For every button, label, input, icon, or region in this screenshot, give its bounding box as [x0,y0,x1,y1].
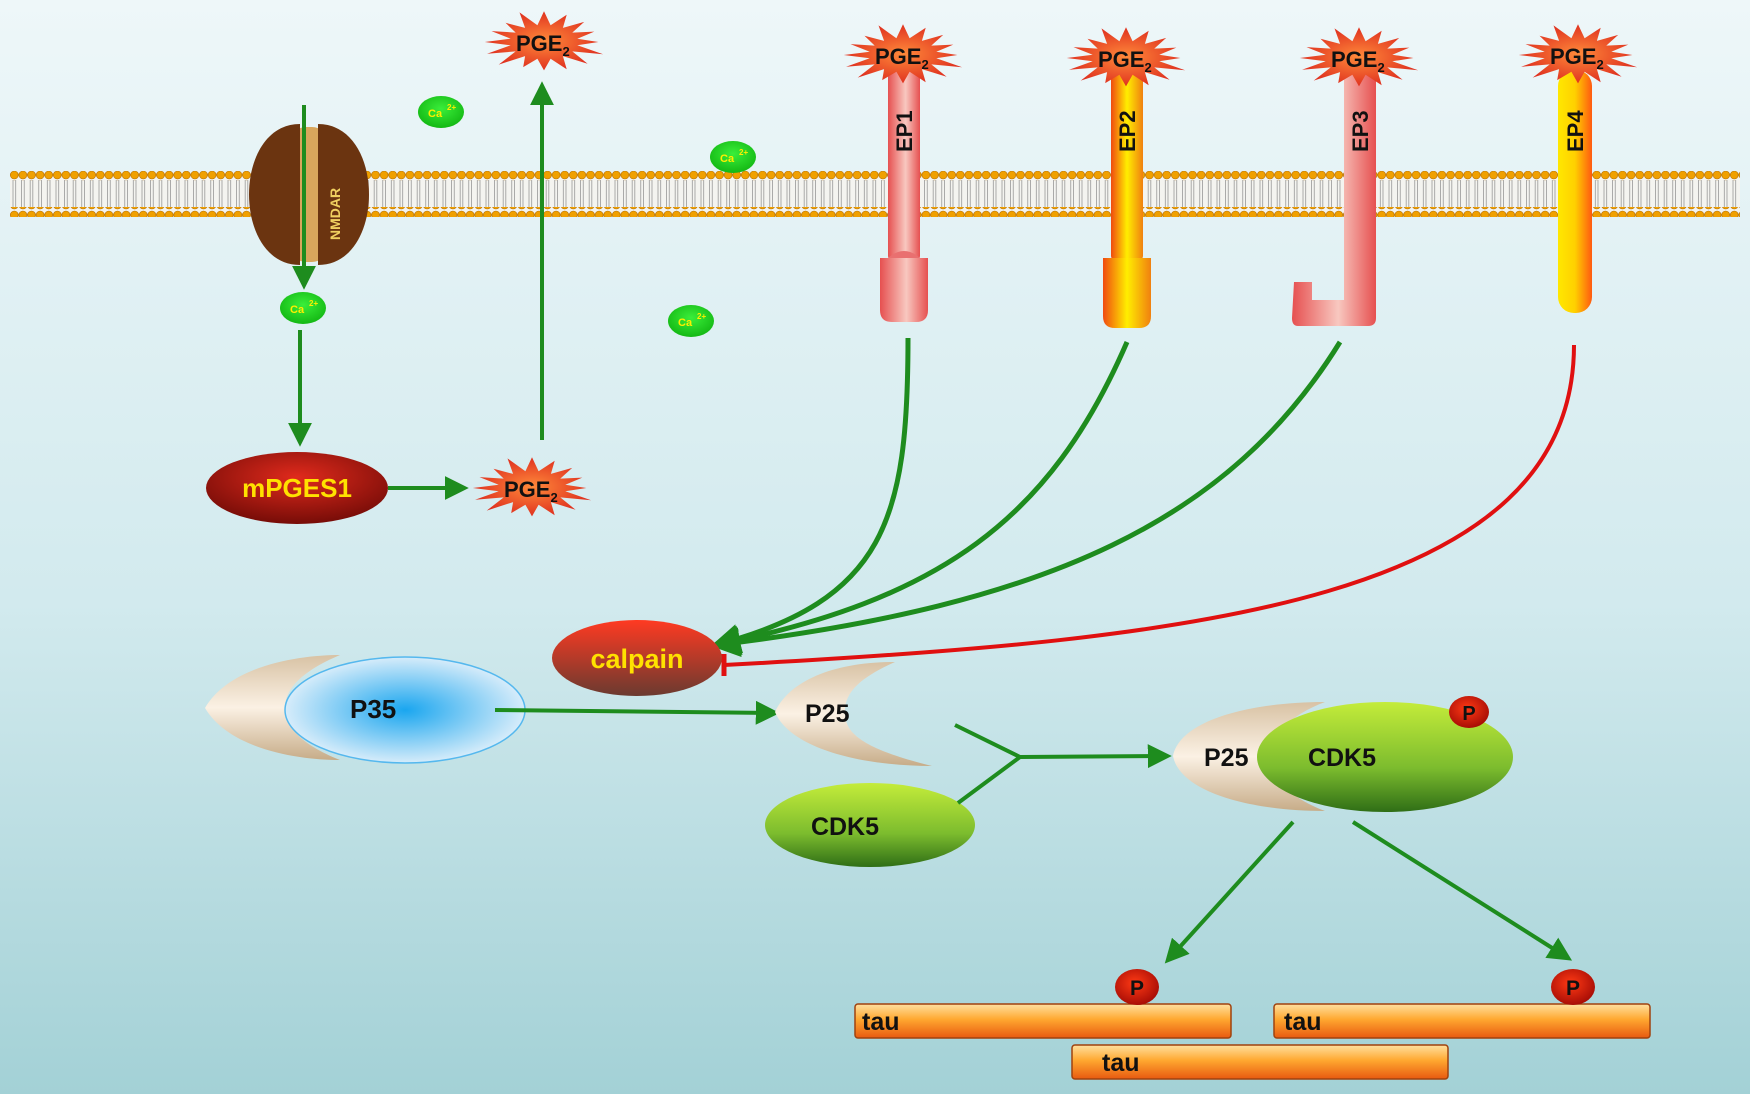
receptor-ep3: EP3 [1292,70,1376,326]
pge2-star-intracellular: PGE2 [472,457,592,517]
arrow-ep3-to-calpain [710,340,1343,658]
pge2-star-extracellular: PGE2 [484,11,604,71]
tau-protein-left: tau [854,1003,1232,1039]
pge2-star-ep1: PGE2 [843,24,963,84]
pge2-star-ep4: PGE2 [1518,24,1638,84]
svg-text:P: P [1566,977,1580,1000]
p25-complex-label: P25 [1204,744,1249,772]
ca-ion-3: Ca 2+ [280,292,326,324]
phospho-badge-tau-right: P [1551,969,1595,1005]
calpain-label: calpain [590,644,683,674]
ca-ion-4: Ca 2+ [668,305,714,337]
tau-proteins: tau tau tau P P [854,969,1651,1080]
p25-fragment: P25 [775,662,932,766]
ep1-label: EP1 [892,110,917,152]
arrows-complex-to-tau [1164,820,1573,964]
svg-text:PGE2: PGE2 [1331,47,1385,75]
receptor-ep1: EP1 [880,70,928,322]
ep4-label: EP4 [1563,110,1588,152]
cdk5-kinase: CDK5 [765,783,975,867]
arrow-p25-cdk5-combine [954,723,1172,805]
nmdar-channel: NMDAR [249,124,369,265]
tau-protein-bottom: tau [1071,1044,1449,1080]
phospho-badge-complex: P [1449,696,1489,728]
pge2-stars: PGE2 PGE2 PGE2 PGE2 PGE2 PGE2 [472,11,1638,517]
svg-text:Ca: Ca [290,304,305,316]
tau-protein-right: tau [1273,1003,1651,1039]
nmdar-label: NMDAR [327,188,343,240]
inhibition-ep4-to-calpain [723,344,1576,667]
svg-text:tau: tau [1284,1008,1322,1036]
receptor-ep4: EP4 [1558,70,1592,313]
mpges1-label: mPGES1 [242,473,352,503]
cdk5-complex-label: CDK5 [1308,744,1376,772]
pge2-star-ep3: PGE2 [1299,27,1419,87]
svg-text:Ca: Ca [428,108,443,120]
receptor-signals [710,337,1576,676]
svg-text:PGE2: PGE2 [504,477,558,505]
activation-arrows [288,81,554,500]
arrow-ep1-to-calpain [710,337,911,654]
calpain-enzyme: calpain [552,620,722,696]
svg-text:PGE2: PGE2 [875,44,929,72]
p35-complex: P35 [205,655,526,764]
svg-text:tau: tau [862,1008,900,1036]
svg-text:2+: 2+ [739,148,748,157]
svg-text:P: P [1130,977,1144,1000]
calcium-ions: Ca 2+ Ca 2+ Ca 2+ Ca 2+ [280,96,756,337]
svg-text:2+: 2+ [309,299,318,308]
svg-text:P: P [1462,703,1475,725]
ca-ion-1: Ca 2+ [418,96,464,128]
svg-text:2+: 2+ [697,312,706,321]
ep2-label: EP2 [1115,110,1140,152]
phospho-badge-tau-left: P [1115,969,1159,1005]
p25-label: P25 [805,700,850,728]
svg-text:PGE2: PGE2 [1098,47,1152,75]
p25-cdk5-complex: P25 CDK5 P [1173,696,1513,812]
svg-text:Ca: Ca [720,153,735,165]
arrow-ep2-to-calpain [710,341,1130,655]
svg-text:PGE2: PGE2 [516,31,570,59]
svg-text:Ca: Ca [678,317,693,329]
ep3-label: EP3 [1348,110,1373,152]
ca-ion-2: Ca 2+ [710,141,756,173]
svg-text:tau: tau [1102,1049,1140,1077]
arrow-p35-to-p25 [494,700,780,725]
svg-text:2+: 2+ [447,103,456,112]
p35-label: P35 [350,694,396,724]
receptor-ep2: EP2 [1103,70,1151,328]
pge2-star-ep2: PGE2 [1066,27,1186,87]
mpges1-enzyme: mPGES1 [206,452,388,524]
svg-text:PGE2: PGE2 [1550,44,1604,72]
cdk5-label: CDK5 [811,813,879,841]
